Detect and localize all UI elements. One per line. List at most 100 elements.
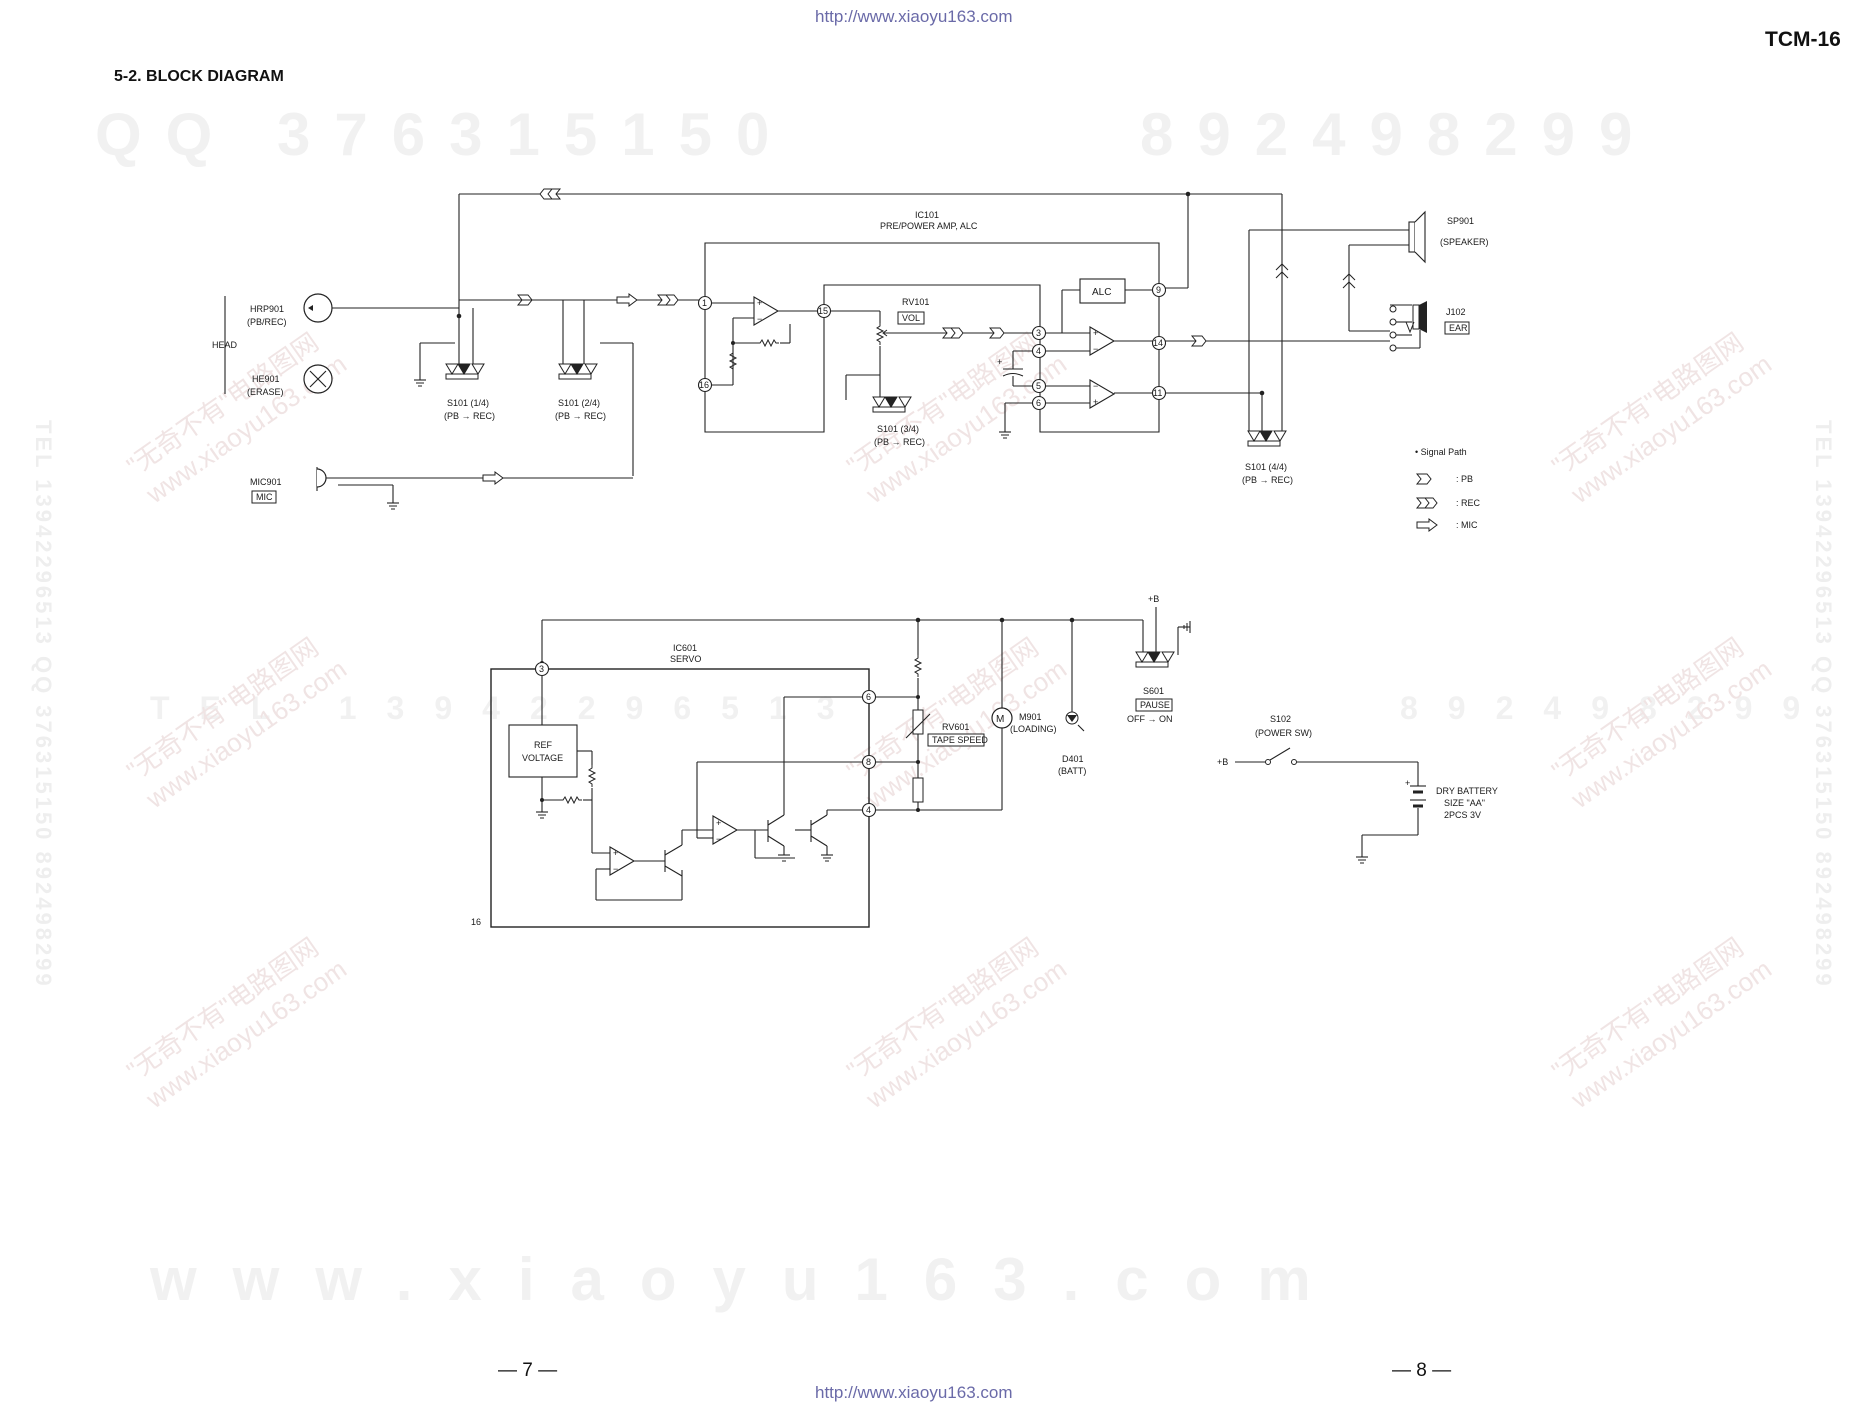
head-label: HEAD [212, 340, 238, 350]
s101-2-switch: S101 (2/4) (PB → REC) [459, 293, 705, 476]
motor-symbol: M [996, 714, 1004, 725]
svg-text:+: + [997, 357, 1002, 367]
page-number-right: — 8 — [1392, 1360, 1452, 1381]
watermark-qq: QQ 376315150 [95, 101, 794, 168]
s101-4-label: S101 (4/4) [1245, 462, 1287, 472]
model-number: TCM-16 [1765, 28, 1841, 51]
svg-text:3: 3 [1036, 328, 1041, 338]
watermark-mid: 892498299 [1400, 690, 1831, 726]
svg-text:REF: REF [534, 740, 553, 750]
svg-text:+: + [1405, 778, 1410, 788]
he901-label: HE901 [252, 374, 280, 384]
d401-led: D401 (BATT) [1058, 620, 1086, 776]
s101-2-mode: (PB → REC) [555, 411, 606, 421]
bottom-url-link[interactable]: http://www.xiaoyu163.com [815, 1383, 1013, 1402]
watermark-vertical-left: TEL 13942296513 QQ 376315150 892498299 [31, 420, 56, 989]
s101-3-label: S101 (3/4) [877, 424, 919, 434]
svg-text:15: 15 [818, 306, 828, 316]
svg-text:+: + [1093, 397, 1098, 407]
signal-path-legend: • Signal Path : PB : REC : MIC [1415, 447, 1481, 532]
legend-title: • Signal Path [1415, 447, 1467, 457]
legend-mic: : MIC [1456, 520, 1478, 530]
svg-text:+: + [716, 818, 721, 828]
watermark-vertical-right: TEL 13942296513 QQ 376315150 892498299 [1811, 420, 1836, 989]
svg-text:4: 4 [866, 805, 871, 815]
s102-desc: (POWER SW) [1255, 728, 1312, 738]
m901-motor: M M901 (LOADING) [991, 620, 1057, 810]
svg-text:4: 4 [1036, 346, 1041, 356]
watermark-phone: 892498299 [1140, 101, 1657, 168]
s101-1-switch: S101 (1/4) (PB → REC) [413, 194, 495, 421]
s601-ref: S601 [1143, 686, 1164, 696]
battery-line3: 2PCS 3V [1444, 810, 1481, 820]
svg-text:−: − [1093, 381, 1098, 391]
battery-line1: DRY BATTERY [1436, 786, 1498, 796]
s601-pause: +B S601 PAUSE OFF → ON [1127, 594, 1191, 724]
dry-battery: + DRY BATTERY SIZE "AA" 2PCS 3V [1355, 778, 1498, 864]
servo-bus [540, 617, 1143, 665]
rv101-vol: RV101 VOL S101 (3/4) (PB → REC) [830, 297, 1033, 447]
s102-ref: S102 [1270, 714, 1291, 724]
hrp901-sub: (PB/REC) [247, 317, 287, 327]
battery-line2: SIZE "AA" [1444, 798, 1485, 808]
m901-ref: M901 [1019, 712, 1042, 722]
svg-text:14: 14 [1153, 338, 1163, 348]
tape-speed-label: TAPE SPEED [932, 735, 988, 745]
svg-text:1: 1 [702, 298, 707, 308]
head-group: HEAD HRP901 (PB/REC) HE901 (ERASE) [212, 293, 459, 397]
svg-text:+: + [1093, 328, 1098, 338]
page-number-left: — 7 — [498, 1360, 558, 1381]
sp901-ref: SP901 [1447, 216, 1474, 226]
svg-text:8: 8 [866, 757, 871, 767]
svg-text:5: 5 [1036, 381, 1041, 391]
legend-pb: : PB [1456, 474, 1473, 484]
ic601-ref: IC601 [673, 643, 697, 653]
svg-text:3: 3 [539, 664, 544, 674]
j102-jack: J102 EAR [1389, 301, 1470, 352]
j102-ref: J102 [1446, 307, 1466, 317]
section-title: 5-2. BLOCK DIAGRAM [114, 68, 284, 85]
alc-label: ALC [1092, 287, 1111, 298]
svg-text:6: 6 [866, 692, 871, 702]
s101-1-label: S101 (1/4) [447, 398, 489, 408]
ic101-ref: IC101 [915, 210, 939, 220]
svg-text:11: 11 [1153, 388, 1162, 398]
s102-plusb: +B [1217, 757, 1228, 767]
s601-mode: OFF → ON [1127, 714, 1173, 724]
rv601-ref: RV601 [942, 722, 969, 732]
svg-text:6: 6 [1036, 398, 1041, 408]
sp901-desc: (SPEAKER) [1440, 237, 1489, 247]
m901-desc: (LOADING) [1010, 724, 1057, 734]
s101-3-mode: (PB → REC) [874, 437, 925, 447]
svg-text:16: 16 [471, 917, 481, 927]
s101-1-mode: (PB → REC) [444, 411, 495, 421]
d401-ref: D401 [1062, 754, 1084, 764]
svg-text:+: + [757, 298, 762, 308]
hrp901-label: HRP901 [250, 304, 284, 314]
rv101-ref: RV101 [902, 297, 929, 307]
mic-label: MIC [256, 492, 273, 502]
legend-rec: : REC [1456, 498, 1481, 508]
svg-text:16: 16 [699, 380, 709, 390]
pause-label: PAUSE [1140, 700, 1170, 710]
s102-power-switch: S102 (POWER SW) +B [1217, 714, 1419, 786]
svg-text:−: − [1093, 344, 1098, 354]
s101-4-mode: (PB → REC) [1242, 475, 1293, 485]
s601-plusb: +B [1148, 594, 1159, 604]
mic-group: MIC901 MIC [250, 467, 633, 510]
sp901-speaker: SP901 (SPEAKER) [1408, 210, 1489, 264]
mic901-label: MIC901 [250, 477, 282, 487]
ic101-block: IC101 PRE/POWER AMP, ALC 1 16 15 3 4 5 6… [697, 210, 1167, 433]
s101-2-label: S101 (2/4) [558, 398, 600, 408]
top-feedback-line [459, 188, 1283, 432]
svg-text:+: + [613, 848, 618, 858]
output-section: S101 (4/4) (PB → REC) [1165, 229, 1409, 485]
ic601-desc: SERVO [670, 654, 701, 664]
svg-text:VOLTAGE: VOLTAGE [522, 753, 563, 763]
svg-text:−: − [613, 864, 618, 874]
watermark-tel: TEL 13942296513 [150, 690, 865, 726]
svg-text:9: 9 [1156, 285, 1161, 295]
svg-text:−: − [757, 314, 762, 324]
top-url-link[interactable]: http://www.xiaoyu163.com [815, 7, 1013, 26]
